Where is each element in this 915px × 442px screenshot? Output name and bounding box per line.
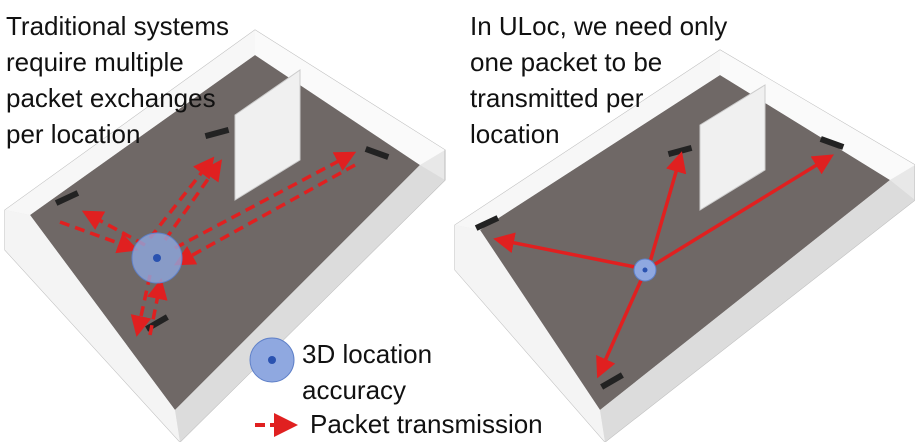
right-packet-arrows xyxy=(493,151,834,379)
caption-line: transmitted per xyxy=(470,83,644,113)
caption-line: location xyxy=(470,119,560,149)
right-inner-wall xyxy=(699,84,766,211)
left-inner-wall xyxy=(234,69,301,201)
caption-line: In ULoc, we need only xyxy=(470,11,728,41)
legend-transmission-label: Packet transmission xyxy=(310,409,543,439)
right-caption: In ULoc, we need only one packet to be t… xyxy=(470,8,727,152)
legend-accuracy-label: 3D location accuracy xyxy=(302,336,432,408)
left-packet-arrows xyxy=(59,151,357,337)
caption-line: per location xyxy=(6,119,141,149)
caption-line: Traditional systems xyxy=(6,11,229,41)
left-caption: Traditional systems require multiple pac… xyxy=(6,8,229,152)
legend-text: accuracy xyxy=(302,375,407,405)
caption-line: one packet to be xyxy=(470,47,663,77)
caption-line: packet exchanges xyxy=(6,83,216,113)
legend-text: 3D location xyxy=(302,339,433,369)
left-floor xyxy=(30,55,420,410)
caption-line: require multiple xyxy=(6,47,184,77)
right-floor xyxy=(480,75,890,410)
